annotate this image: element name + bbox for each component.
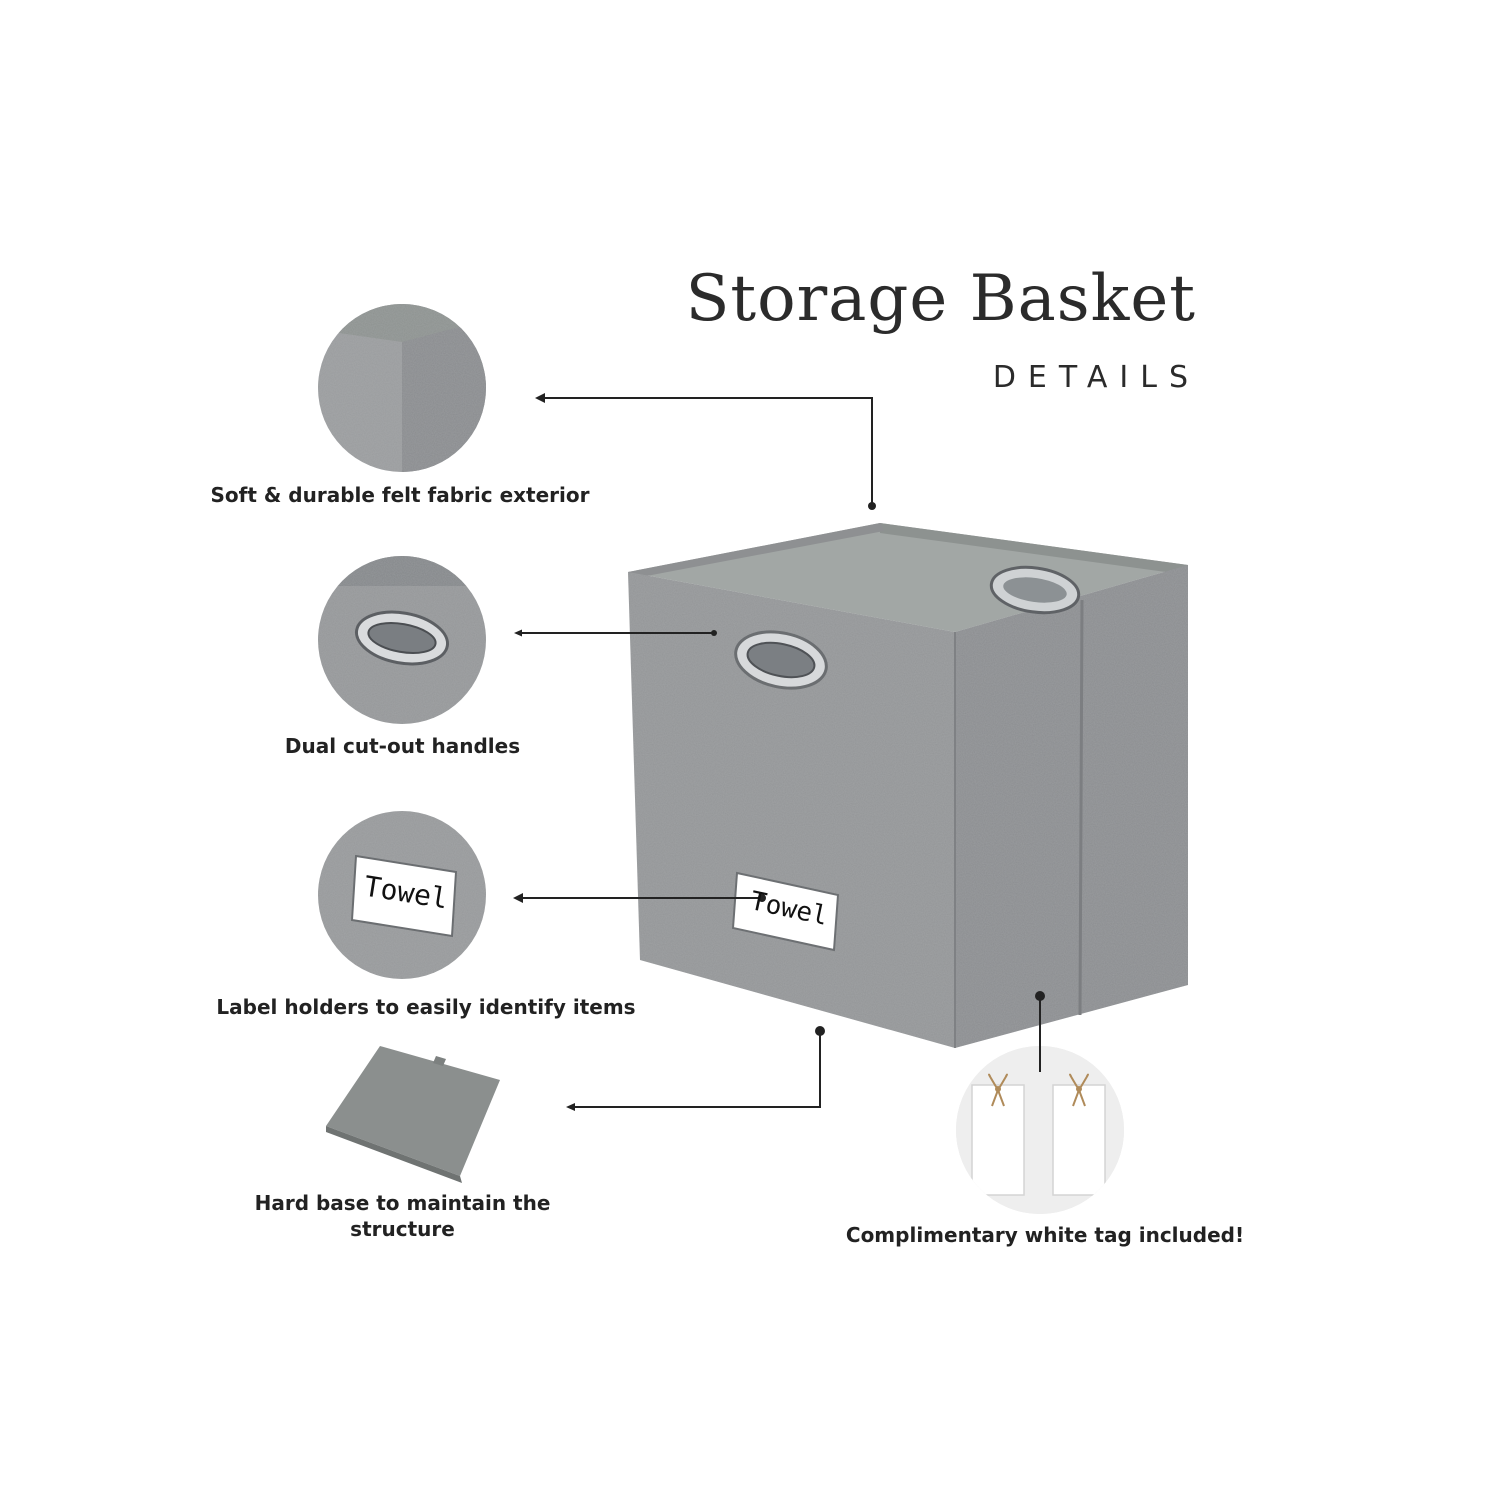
page-subtitle: DETAILS xyxy=(992,360,1200,395)
connector-base xyxy=(572,1032,821,1108)
caption-hard-base: Hard base to maintain the structure xyxy=(230,1190,575,1242)
caption-hard-base-line1: Hard base to maintain the xyxy=(254,1191,551,1215)
caption-felt: Soft & durable felt fabric exterior xyxy=(210,483,590,507)
felt-corner-closeup xyxy=(318,304,486,472)
label-holder-closeup xyxy=(318,811,486,979)
metal-handle-closeup xyxy=(318,556,486,724)
caption-hard-base-line2: structure xyxy=(350,1217,455,1241)
front-handle xyxy=(734,630,828,690)
connector-felt xyxy=(542,397,873,505)
front-label-holder xyxy=(731,871,840,952)
storage-basket xyxy=(628,523,1188,1048)
page-title: Storage Basket xyxy=(685,262,1196,336)
connector-markers xyxy=(513,393,1045,1111)
caption-label-holders: Label holders to easily identify items xyxy=(216,995,636,1019)
white-tags xyxy=(956,1046,1124,1214)
back-handle xyxy=(989,565,1081,615)
caption-white-tag: Complimentary white tag included! xyxy=(845,1223,1245,1247)
hard-base-board xyxy=(326,1046,500,1183)
caption-handles: Dual cut-out handles xyxy=(284,734,521,758)
connector-lines xyxy=(520,397,1041,1108)
